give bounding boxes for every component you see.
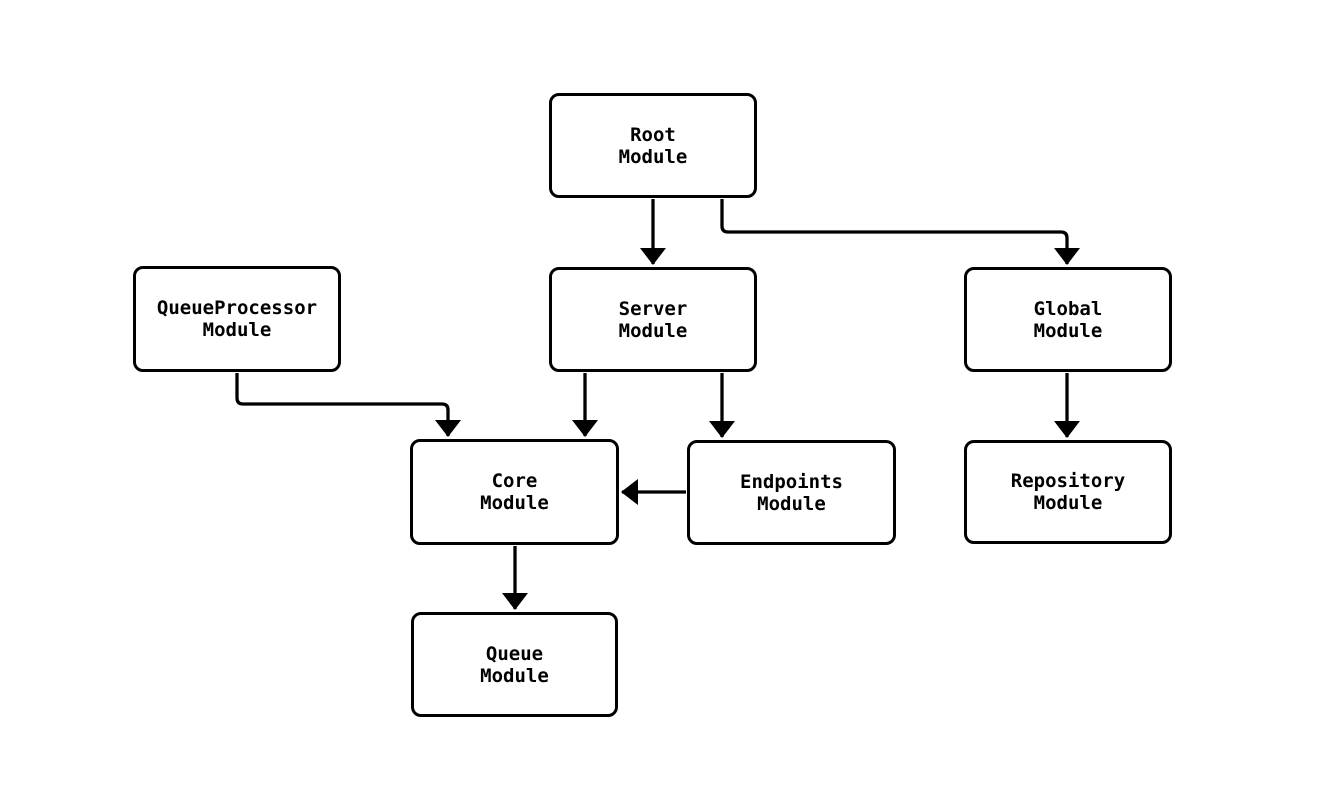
node-endpoints-module-label: Endpoints Module	[740, 470, 843, 515]
node-server-module: Server Module	[549, 267, 757, 372]
node-global-module: Global Module	[964, 267, 1172, 372]
node-endpoints-module: Endpoints Module	[687, 440, 896, 545]
node-root-module: Root Module	[549, 93, 757, 198]
node-core-module-label: Core Module	[480, 470, 549, 514]
edge-root-to-global	[720, 199, 1080, 265]
node-queue-module: Queue Module	[411, 612, 618, 717]
node-queueprocessor-module-label: QueueProcessor Module	[156, 297, 318, 341]
node-server-module-label: Server Module	[618, 297, 688, 342]
node-repository-module: Repository Module	[964, 440, 1172, 544]
node-queueprocessor-module: QueueProcessor Module	[133, 266, 341, 372]
node-root-module-label: Root Module	[618, 123, 688, 168]
node-queue-module-label: Queue Module	[480, 642, 549, 687]
edge-queueprocessor-to-core	[235, 373, 461, 437]
node-core-module: Core Module	[410, 439, 619, 545]
node-repository-module-label: Repository Module	[1010, 470, 1126, 514]
node-global-module-label: Global Module	[1033, 297, 1103, 342]
